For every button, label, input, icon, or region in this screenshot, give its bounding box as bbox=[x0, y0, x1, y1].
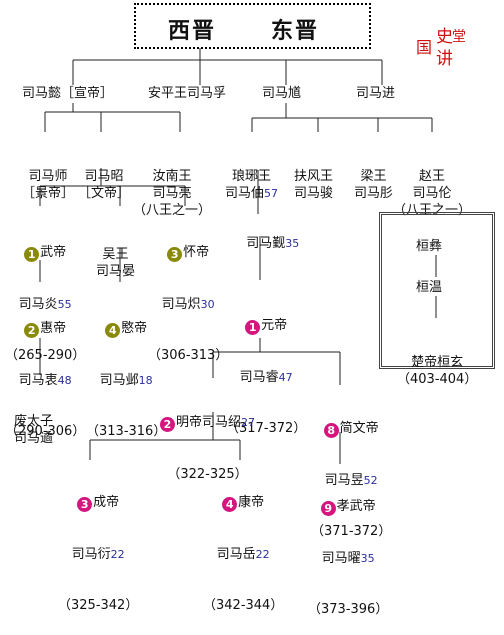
reign-order-badge: 4 bbox=[105, 323, 121, 338]
node-sima-jun: 扶风王司马骏 bbox=[294, 169, 334, 201]
age-label: 35 bbox=[285, 237, 300, 250]
age-label: 52 bbox=[363, 474, 378, 487]
age-label: 35 bbox=[360, 552, 375, 565]
age-label: 22 bbox=[110, 548, 125, 561]
node-sima-kui: 司马馗 bbox=[262, 86, 302, 101]
age-label: 57 bbox=[264, 187, 279, 200]
node-huan-wen: 桓温 bbox=[416, 280, 443, 295]
node-sima-jin-2: 司马觐35 bbox=[246, 236, 300, 251]
title-frame bbox=[134, 3, 371, 49]
title-western-jin: 西晋 bbox=[168, 18, 217, 44]
guoshi-seal-logo: 国 史 讲 堂 bbox=[416, 27, 466, 69]
age-label: 30 bbox=[200, 298, 215, 311]
age-label: 47 bbox=[278, 371, 293, 384]
age-label: 22 bbox=[255, 548, 270, 561]
node-sima-yan-wu: 吴王司马晏 bbox=[96, 247, 136, 279]
reign-order-badge: 8 bbox=[323, 423, 339, 438]
reign-order-badge: 2 bbox=[24, 323, 40, 338]
node-sima-jin: 司马进 bbox=[356, 86, 396, 101]
huan-clan-box bbox=[379, 212, 495, 369]
reign-order-badge: 1 bbox=[245, 320, 261, 335]
node-chu-emperor-huan-xuan: 楚帝桓玄（403-404） bbox=[397, 355, 478, 387]
reign-order-badge: 3 bbox=[77, 497, 93, 512]
node-sima-shi: 司马师［景帝］ bbox=[22, 169, 75, 201]
node-sima-fu: 安平王司马孚 bbox=[148, 86, 227, 101]
node-huan-yi: 桓彝 bbox=[416, 239, 443, 254]
reign-order-badge: 4 bbox=[222, 497, 238, 512]
node-sima-tong: 梁王司马肜 bbox=[354, 169, 394, 201]
age-label: 18 bbox=[138, 374, 153, 387]
age-label: 27 bbox=[241, 416, 256, 429]
node-sima-zhou: 琅琊王司马伷57 bbox=[225, 169, 279, 201]
reign-order-badge: 1 bbox=[24, 247, 40, 262]
node-sima-zhao: 司马昭［文帝］ bbox=[78, 169, 131, 201]
age-label: 48 bbox=[57, 374, 72, 387]
node-sima-yu-crown-prince: 废太子司马遹 bbox=[14, 414, 54, 446]
reign-order-badge: 3 bbox=[167, 247, 183, 262]
node-sima-yi: 司马懿［宣帝］ bbox=[22, 86, 114, 101]
age-label: 55 bbox=[57, 298, 72, 311]
reign-order-badge: 2 bbox=[160, 417, 175, 432]
title-eastern-jin: 东晋 bbox=[271, 18, 320, 44]
node-sima-liang: 汝南王司马亮（八王之一） bbox=[133, 169, 212, 218]
